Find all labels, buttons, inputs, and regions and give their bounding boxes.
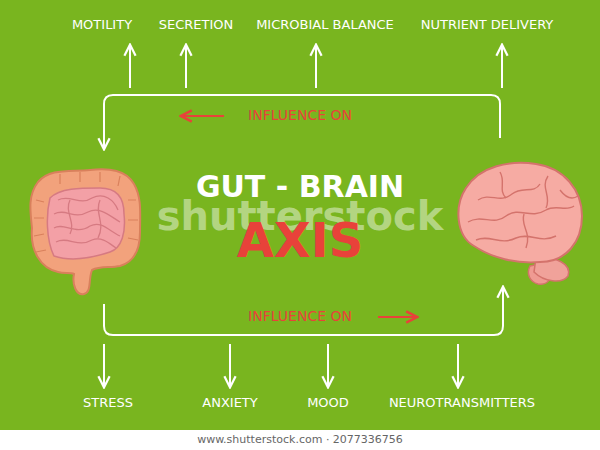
effect-label: STRESS (83, 396, 133, 410)
effect-label: MOTILITY (72, 18, 132, 32)
watermark: www.shutterstock.com · 2077336756 (197, 434, 403, 446)
gut-illustration (30, 169, 140, 294)
direction-arrow (378, 316, 416, 318)
diagram-title: GUT - BRAIN (196, 170, 404, 203)
footer-bar (0, 430, 600, 450)
effect-label: MICROBIAL BALANCE (256, 18, 394, 32)
direction-arrow (182, 115, 224, 117)
effect-label: ANXIETY (202, 396, 257, 410)
effect-label: MOOD (307, 396, 349, 410)
influence-loop (104, 95, 500, 148)
effect-label: SECRETION (159, 18, 234, 32)
background (0, 0, 600, 430)
title-axis: AXIS (237, 214, 364, 267)
effect-label: NUTRIENT DELIVERY (421, 18, 554, 32)
down-arrows (104, 344, 458, 386)
influence-label: INFLUENCE ON (248, 309, 352, 324)
influence-label: INFLUENCE ON (248, 108, 352, 123)
brain-illustration (458, 163, 582, 284)
up-arrows (130, 46, 502, 88)
influence-loop (104, 288, 503, 335)
effect-label: NEUROTRANSMITTERS (389, 396, 535, 410)
